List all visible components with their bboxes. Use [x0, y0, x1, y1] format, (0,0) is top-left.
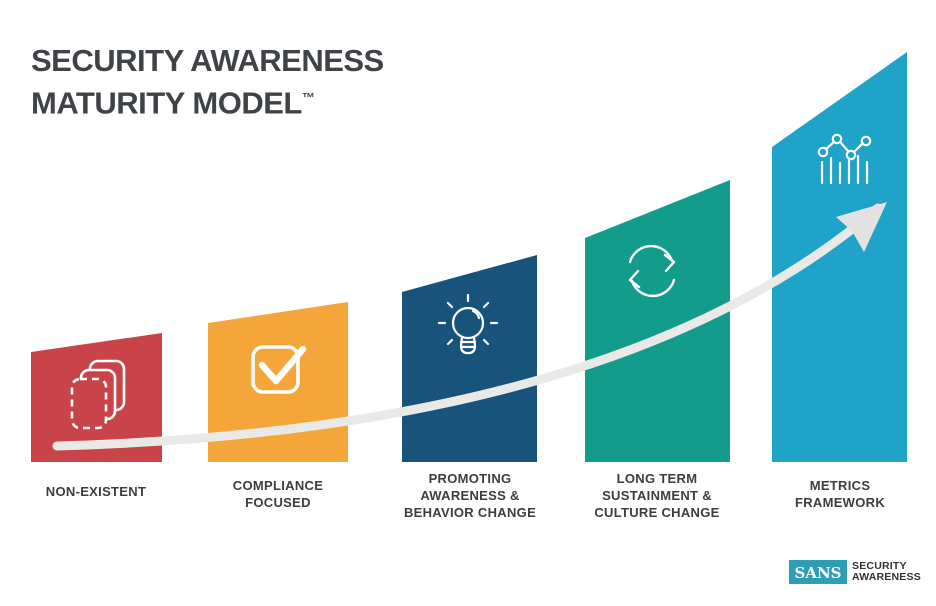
bulb-globe	[451, 306, 485, 340]
stage-label-non-existent: NON-EXISTENT	[16, 483, 176, 500]
document-front-dashed	[70, 377, 108, 430]
bulb-base	[459, 335, 477, 355]
bulb-ray-lower-left	[446, 338, 454, 346]
metrics-chart-icon	[817, 133, 872, 185]
stage-label-metrics-framework: METRICS FRAMEWORK	[760, 477, 920, 511]
logo-product-line-2: AWARENESS	[852, 571, 921, 583]
stage-label-line: CULTURE CHANGE	[594, 505, 720, 520]
stage-label-line: NON-EXISTENT	[45, 484, 147, 499]
stage-label-line: METRICS	[809, 478, 871, 493]
stage-label-line: FOCUSED	[245, 495, 311, 510]
chart-dot-1	[817, 146, 829, 158]
stage-label-line: LONG TERM	[616, 471, 698, 486]
title-line-1: SECURITY AWARENESS	[31, 43, 384, 78]
stage-bar-long-term-sustainment	[585, 180, 730, 462]
page-title: SECURITY AWARENESS MATURITY MODEL™	[31, 42, 384, 121]
stage-label-long-term-sustainment: LONG TERM SUSTAINMENT & CULTURE CHANGE	[572, 470, 742, 521]
bulb-highlight	[471, 309, 481, 320]
stage-label-line: BEHAVIOR CHANGE	[403, 505, 537, 520]
cycle-top-arrowhead	[663, 253, 676, 273]
bulb-ray-lower-right	[482, 338, 490, 346]
stage-label-promoting-awareness: PROMOTING AWARENESS & BEHAVIOR CHANGE	[385, 470, 555, 521]
chart-dot-3	[845, 149, 857, 161]
cycle-bottom-arc	[630, 278, 676, 298]
checkbox-check-icon	[251, 345, 307, 394]
chart-dot-2	[831, 133, 843, 145]
stage-label-line: SUSTAINMENT &	[602, 488, 712, 503]
lightbulb-icon	[437, 293, 499, 355]
checkbox-box	[251, 345, 300, 394]
sans-logo-box-bg	[789, 560, 847, 584]
checkbox-checkmark	[258, 345, 307, 385]
stage-label-line: COMPLIANCE	[232, 478, 324, 493]
logo-product-line-1: SECURITY	[852, 560, 907, 572]
cycle-bottom-arrowhead	[628, 269, 641, 289]
sans-brand-text: SANS	[794, 564, 841, 582]
stage-label-compliance-focused: COMPLIANCE FOCUSED	[198, 477, 358, 511]
sans-logo: SANS SECURITY AWARENESS	[789, 558, 935, 586]
stage-bar-promoting-awareness	[402, 255, 537, 462]
bulb-ray-upper-right	[482, 301, 490, 309]
chart-dot-4	[860, 135, 872, 147]
sans-logo-box: SANS	[789, 560, 847, 584]
stage-label-line: AWARENESS &	[420, 488, 520, 503]
stage-bar-metrics-framework	[772, 52, 907, 462]
stage-label-line: PROMOTING	[428, 471, 512, 486]
cycle-arrows-icon	[628, 244, 676, 298]
documents-stack-icon	[70, 359, 126, 430]
bulb-ray-upper-left	[446, 301, 454, 309]
sans-logo-product: SECURITY AWARENESS	[852, 561, 921, 583]
title-line-2: MATURITY MODEL	[31, 85, 302, 121]
trademark-symbol: ™	[301, 90, 315, 105]
chart-trend-line	[824, 140, 864, 153]
growth-curve	[52, 203, 883, 451]
stage-label-line: FRAMEWORK	[794, 495, 886, 510]
cycle-top-arc	[628, 244, 674, 264]
growth-arrowhead-icon	[836, 202, 887, 252]
